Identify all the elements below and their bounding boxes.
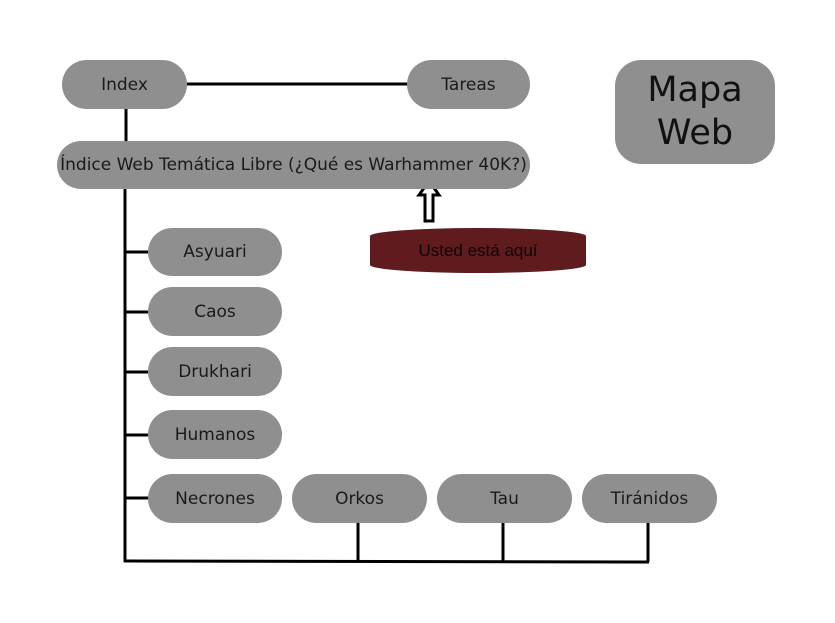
node-orkos: Orkos <box>292 474 427 523</box>
you-are-here-marker: Usted está aquí <box>370 228 586 273</box>
connector-bottom-bar <box>123 559 650 564</box>
node-tareas: Tareas <box>407 60 530 109</box>
node-index: Index <box>62 60 187 109</box>
node-asyuari: Asyuari <box>148 228 282 276</box>
diagram-title: Mapa Web <box>615 60 775 164</box>
node-humanos: Humanos <box>148 410 282 459</box>
node-indice: Índice Web Temática Libre (¿Qué es Warha… <box>57 141 530 189</box>
node-necrones: Necrones <box>148 474 282 523</box>
up-arrow-icon <box>416 178 442 223</box>
title-line-2: Web <box>656 113 734 153</box>
title-line-1: Mapa <box>647 70 743 110</box>
node-tau: Tau <box>437 474 572 523</box>
node-caos: Caos <box>148 287 282 336</box>
node-drukhari: Drukhari <box>148 347 282 396</box>
node-tiranidos: Tiránidos <box>582 474 717 523</box>
